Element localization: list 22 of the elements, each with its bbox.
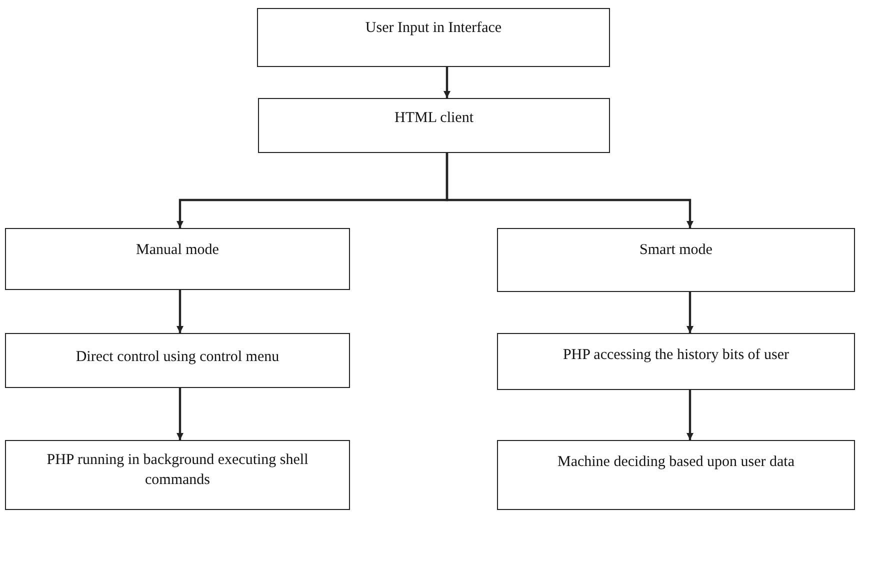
arrow <box>176 290 184 333</box>
arrow <box>176 388 184 440</box>
process-box <box>257 8 610 67</box>
box-label: Machine deciding based upon user data <box>557 453 794 472</box>
process-box <box>5 228 350 290</box>
process-box <box>258 98 610 153</box>
process-box <box>497 228 855 292</box>
box-label: Manual mode <box>136 241 219 260</box>
process-box <box>5 440 350 510</box>
box-label: HTML client <box>394 109 474 128</box>
box-label: PHP accessing the history bits of user <box>562 346 790 365</box>
arrow <box>444 67 450 98</box>
process-box <box>497 440 855 510</box>
arrow <box>686 390 694 440</box>
arrow <box>446 153 694 228</box>
process-box <box>5 333 350 388</box>
box-label: Direct control using control menu <box>76 348 280 367</box>
arrow <box>686 292 694 333</box>
process-box <box>497 333 855 390</box>
box-label: PHP running in background executing shell commands <box>46 451 310 490</box>
box-label: Smart mode <box>640 241 712 260</box>
box-label: User Input in Interface <box>365 19 502 38</box>
